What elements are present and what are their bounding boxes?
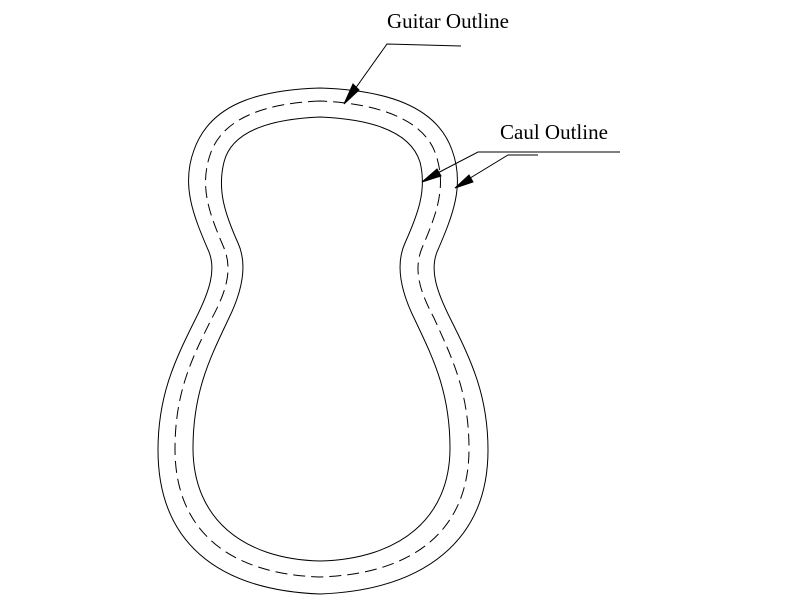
- caul-inner-outline: [192, 116, 451, 562]
- guitar-outline-label: Guitar Outline: [387, 9, 509, 33]
- caul-outline-label: Caul Outline: [500, 120, 608, 144]
- guitar-outline-leader: [349, 43, 462, 97]
- caul-outline-arrowhead-upper: [421, 168, 442, 183]
- caul-outline-leader-upper: [427, 151, 620, 179]
- caul-outer-outline: [157, 87, 489, 595]
- guitar-outline-arrowhead: [343, 83, 360, 105]
- caul-outline-leader-lower: [461, 154, 538, 184]
- guitar-dashed-outline: [174, 100, 470, 578]
- caul-outline-arrowhead-lower: [454, 174, 474, 189]
